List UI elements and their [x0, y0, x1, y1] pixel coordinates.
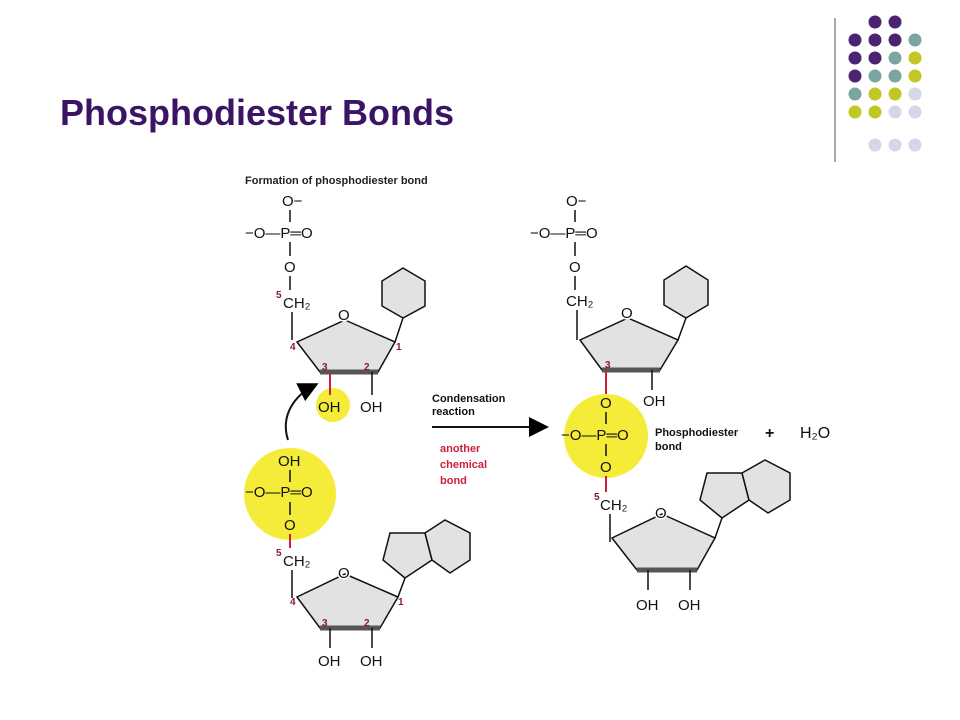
decorative-dot [848, 33, 862, 47]
decorative-dot [888, 87, 902, 101]
left-free-o-link: O [284, 517, 296, 534]
decorative-dot [888, 138, 902, 152]
decorative-dot [888, 33, 902, 47]
left-lower-c3: 3 [322, 618, 328, 629]
left-c1-number: 1 [396, 342, 402, 353]
decorative-dot [848, 105, 862, 119]
diagram-heading: Formation of phosphodiester bond [245, 175, 428, 187]
right-ring-o: O [621, 305, 633, 322]
left-c4-number: 4 [290, 342, 296, 353]
left-2oh: OH [360, 399, 383, 416]
left-phosphate-highlight [244, 448, 336, 540]
left-c5-number: 5 [276, 290, 282, 301]
right-phosphate-row: −O—P═O [530, 225, 598, 242]
left-top-base-ring [381, 267, 426, 319]
decorative-dot [868, 33, 882, 47]
decorative-dot [908, 105, 922, 119]
decorative-dot [908, 33, 922, 47]
right-bridge-row: −O—P═O [561, 427, 629, 444]
right-bridge-o-bottom: O [600, 459, 612, 476]
left-lower-2oh: OH [360, 653, 383, 670]
right-lower-ring-o: O [655, 505, 667, 522]
left-top-sugar-ring [295, 319, 397, 373]
right-lower-3oh: OH [636, 597, 659, 614]
right-top-nucleotide: O− −O—P═O O CH₂ O 3 OH [530, 193, 709, 410]
right-ch2: CH₂ [566, 293, 594, 310]
phosphodiester-label-1: Phosphodiester [655, 427, 739, 439]
decorative-dot [848, 69, 862, 83]
right-lower-base-5ring [699, 472, 750, 519]
right-top-sugar-ring [578, 317, 680, 371]
left-lower-c5: 5 [276, 548, 282, 559]
condensation-label-2: reaction [432, 406, 475, 418]
left-o-minus: O− [282, 193, 303, 210]
attack-arrow [284, 383, 319, 441]
left-lower-c2: 2 [364, 618, 370, 629]
water-product: H₂O [800, 425, 830, 442]
right-lower-nucleotide: 5 CH₂ O OH OH [594, 459, 791, 614]
reaction-arrow-group: Condensation reaction another chemical b… [432, 393, 549, 487]
right-lower-ch2: CH₂ [600, 497, 628, 514]
left-lower-sugar-ring [295, 573, 400, 629]
right-lower-sugar-ring [610, 513, 717, 571]
left-lower-base-6ring [424, 519, 471, 574]
plus-sign: + [765, 425, 774, 442]
left-free-oh: OH [278, 453, 301, 470]
decorative-dot [848, 87, 862, 101]
decorative-dot [868, 51, 882, 65]
left-top-nucleotide: O− −O—P═O O 5 CH₂ O 4 1 3 2 OH OH [245, 193, 426, 422]
page-title: Phosphodiester Bonds [60, 92, 455, 133]
left-lower-ring-o: O [338, 565, 350, 582]
decorative-dot [868, 87, 882, 101]
red-note-2: chemical [440, 459, 487, 471]
left-3oh-highlight [316, 388, 350, 422]
red-note-3: bond [440, 475, 467, 487]
decorative-dot [888, 105, 902, 119]
decorative-dot [908, 138, 922, 152]
left-lower-base-5ring [382, 532, 433, 579]
right-lower-base-6ring [741, 459, 791, 514]
decorative-dot [908, 87, 922, 101]
right-o-link: O [569, 259, 581, 276]
left-lower-nucleotide: OH −O—P═O O 5 CH₂ O 4 1 3 2 OH OH [244, 448, 471, 670]
right-top-base-ring [663, 265, 709, 319]
phosphodiester-label-2: bond [655, 441, 682, 453]
right-o-minus: O− [566, 193, 587, 210]
left-ring-o: O [338, 307, 350, 324]
decorative-dot [888, 51, 902, 65]
left-lower-3oh: OH [318, 653, 341, 670]
right-lower-c5: 5 [594, 492, 600, 503]
left-lower-ch2: CH₂ [283, 553, 311, 570]
decorative-dot [908, 69, 922, 83]
right-2oh: OH [643, 393, 666, 410]
decorative-dot [868, 138, 882, 152]
decorative-dot [888, 15, 902, 29]
left-c2-number: 2 [364, 362, 370, 373]
decorative-dot [868, 15, 882, 29]
left-o-link: O [284, 259, 296, 276]
decorative-dot-grid [834, 15, 922, 162]
right-phosphodiester-bridge: O −O—P═O O Phosphodiester bond + H₂O [561, 370, 830, 492]
condensation-label-1: Condensation [432, 393, 506, 405]
right-c3-number: 3 [605, 360, 611, 371]
decorative-dot [888, 69, 902, 83]
left-phosphate-row: −O—P═O [245, 225, 313, 242]
right-bridge-o-top: O [600, 395, 612, 412]
left-lower-c4: 4 [290, 597, 296, 608]
left-free-phosphate-row: −O—P═O [245, 484, 313, 501]
phosphodiester-diagram: Formation of phosphodiester bond O− −O—P… [244, 175, 830, 670]
left-3oh: OH [318, 399, 341, 416]
right-phosphate-highlight [564, 394, 648, 478]
right-lower-2oh: OH [678, 597, 701, 614]
decorative-dot [868, 105, 882, 119]
decorative-dot [848, 51, 862, 65]
left-lower-c1: 1 [398, 597, 404, 608]
red-note-1: another [440, 443, 481, 455]
left-c3-number: 3 [322, 362, 328, 373]
decorative-dot [868, 69, 882, 83]
decorative-dot [908, 51, 922, 65]
left-ch2: CH₂ [283, 295, 311, 312]
